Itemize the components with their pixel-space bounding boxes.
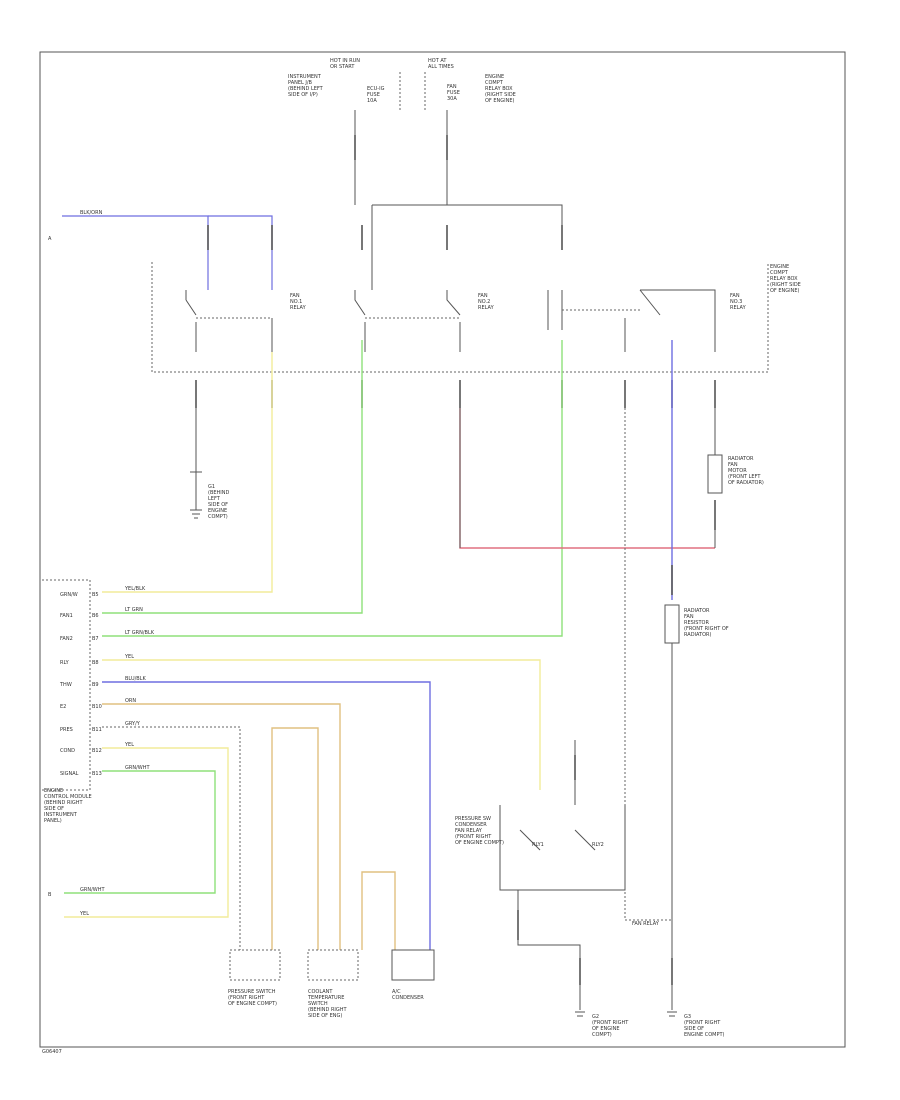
relay-switch-icon [547,289,716,352]
wire-yellow-1 [102,352,273,593]
wire-color-label: BLU/BLK [125,676,147,682]
diagram-footer-code: G06407 [42,1049,62,1055]
relay-switch-icon [185,290,273,352]
small-label-a: A [48,236,52,242]
ecm-pin-number: B10 [92,704,102,710]
ecm-pin-label: E2 [60,704,66,710]
wire-dashed [624,408,672,921]
wire-color-label: YEL [79,911,89,917]
ecm-pin-label: FAN1 [60,613,73,619]
ecm-pin-number: B12 [92,748,102,754]
wire-blue-branch [208,215,273,290]
ecm-pin-number: B8 [92,660,99,666]
wire-color-label: YEL [124,742,134,748]
wire-yellow-2 [102,659,541,790]
wire-color-label: ORN [125,698,136,704]
wire-color-label: GRY/Y [125,721,141,727]
ecm-pin-number: B11 [92,727,102,733]
wire-gray [102,726,241,950]
ecm-pin-label: THW [59,682,72,688]
relay-inner-right-label: RLY2 [592,842,604,848]
wire-red [459,408,715,549]
resistor-icon [664,604,680,644]
wire-blue-input [62,215,209,290]
ecm-pin-number: B6 [92,613,99,619]
ecm-pin-label: FAN2 [60,636,73,642]
wire-yellow-3 [64,747,229,918]
ecm-pin-label: RLY [60,660,70,666]
wire-orange-loop [271,727,319,950]
sensor1-box [229,949,281,981]
ecm-pin-label: PRES [60,727,73,733]
wire-color-label: GRN/WHT [125,765,150,771]
ground-icon [575,1011,585,1017]
ecm-pin-label: SIGNAL [60,771,79,777]
wire-ground-mid [517,890,581,1010]
fan-relay-label: FAN RELAY [632,921,660,927]
wire-green-1 [102,340,363,614]
wire-orange [102,703,341,950]
ecm-pin-number: B9 [92,682,99,688]
condenser-relay-outline [499,805,626,891]
ecm-pin-number: B7 [92,636,99,642]
relay-box-outline [151,262,769,373]
ecm-outline [42,579,91,791]
blower-input-label: BLK/ORN [80,210,103,216]
wire-green-2 [102,340,563,637]
sensor2-box [307,949,359,981]
wire-color-label: LT GRN [125,607,143,613]
ecm-pin-label: COND [60,748,75,754]
relay-inner-left-label: RLY1 [532,842,544,848]
motor-icon [707,454,723,494]
ground-icon [667,1011,677,1017]
sensor3-box [391,949,435,981]
relay-switch-icon [354,290,461,352]
relay-switch-icon [519,829,596,851]
wire-color-label: YEL/BLK [124,586,146,592]
wire-green-3 [64,770,216,894]
ecm-pin-number: B13 [92,771,102,777]
ecm-pin-number: B5 [92,592,99,598]
diagram-frame [39,51,846,1048]
wire-color-label: GRN/WHT [80,887,105,893]
ecm-pin-list: GRN/W B5 YEL/BLK FAN1 B6 LT GRN FAN2 B7 LT GRN/B… [59,586,155,917]
wire-color-label: YEL [124,654,134,660]
wire-color-label: LT GRN/BLK [125,630,155,636]
small-label-b: B [48,892,52,898]
ground-icon [190,471,202,519]
ecm-pin-label: GRN/W [60,592,78,598]
wire-blue-ecm [102,681,431,950]
wire-orange-cond [361,871,396,950]
wire-top-bus [372,204,563,240]
